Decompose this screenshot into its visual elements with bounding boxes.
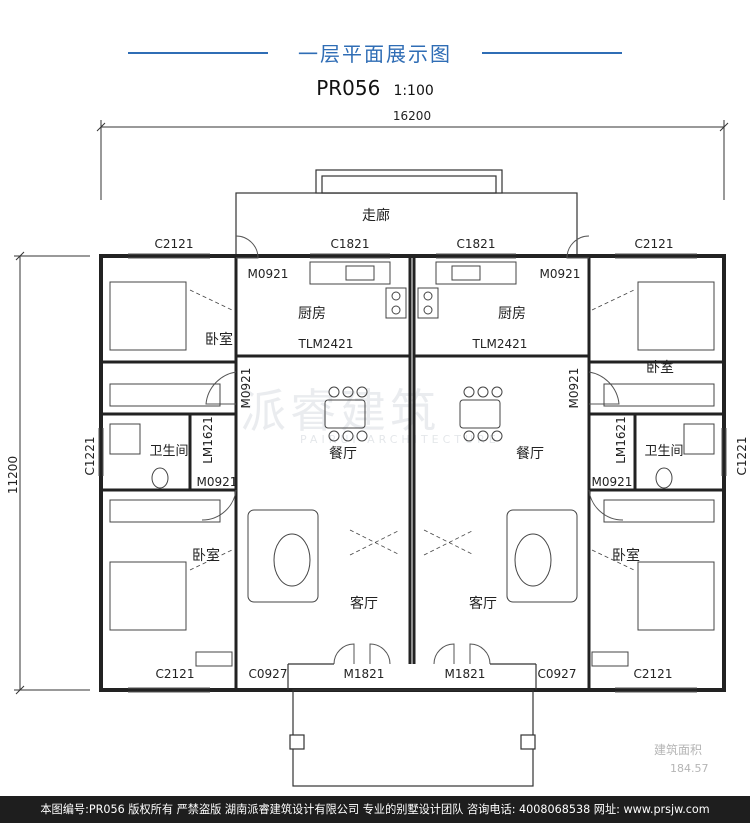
label-c2121-bottom-left: C2121 bbox=[156, 667, 195, 681]
room-living-right: 客厅 bbox=[469, 595, 497, 612]
label-m0921-kitchen-right: M0921 bbox=[540, 267, 581, 281]
footer-banner: 本图编号:PR056 版权所有 严禁盗版 湖南派睿建筑设计有限公司 专业的别墅设… bbox=[0, 796, 750, 823]
room-bath-right: 卫生间 bbox=[644, 444, 683, 459]
room-bedroom-bottom-left: 卧室 bbox=[192, 547, 220, 564]
room-living-left: 客厅 bbox=[350, 595, 378, 612]
room-dining-left: 餐厅 bbox=[329, 446, 357, 462]
label-m1821-left: M1821 bbox=[344, 667, 385, 681]
room-bedroom-top-left: 卧室 bbox=[205, 331, 233, 348]
area-label: 建筑面积 bbox=[654, 743, 703, 757]
watermark-brand: 派睿建筑 bbox=[240, 384, 440, 438]
room-kitchen-left: 厨房 bbox=[298, 306, 326, 322]
label-tlm2421-right: TLM2421 bbox=[472, 337, 528, 351]
label-lm1621-left: LM1621 bbox=[201, 416, 215, 464]
label-c1221-left: C1221 bbox=[83, 437, 97, 476]
label-c2121-top-left: C2121 bbox=[155, 237, 194, 251]
room-dining-right: 餐厅 bbox=[516, 446, 544, 462]
room-bedroom-bottom-right: 卧室 bbox=[612, 547, 640, 564]
label-m0921-bath-right: M0921 bbox=[592, 475, 633, 489]
watermark-sub: PAIRUI ARCHITECTURE bbox=[300, 433, 500, 446]
label-m0921-dining-right: M0921 bbox=[567, 368, 581, 409]
front-porch bbox=[292, 689, 534, 787]
width-dimension: 16200 bbox=[393, 109, 431, 123]
plan-scale: 1:100 bbox=[393, 83, 434, 99]
label-tlm2421-left: TLM2421 bbox=[298, 337, 354, 351]
label-c1221-right: C1221 bbox=[735, 437, 749, 476]
plan-code-row: PR056 1:100 bbox=[0, 76, 750, 100]
title-row: 一层平面展示图 bbox=[0, 38, 750, 68]
label-c0927-right: C0927 bbox=[538, 667, 577, 681]
corridor-outline bbox=[235, 192, 578, 256]
label-m1821-right: M1821 bbox=[445, 667, 486, 681]
label-c2121-top-right: C2121 bbox=[635, 237, 674, 251]
room-bath-left: 卫生间 bbox=[149, 444, 188, 459]
label-c1821-right: C1821 bbox=[457, 237, 496, 251]
label-c2121-bottom-right: C2121 bbox=[634, 667, 673, 681]
plan-code: PR056 bbox=[316, 76, 381, 100]
label-c0927-left: C0927 bbox=[249, 667, 288, 681]
label-c1821-left: C1821 bbox=[331, 237, 370, 251]
label-m0921-bath-left: M0921 bbox=[197, 475, 238, 489]
room-corridor: 走廊 bbox=[362, 207, 390, 224]
title-rule-right bbox=[482, 52, 622, 54]
label-lm1621-right: LM1621 bbox=[614, 416, 628, 464]
label-m0921-dining-left: M0921 bbox=[239, 368, 253, 409]
room-bedroom-top-right: 卧室 bbox=[646, 359, 674, 376]
height-dimension: 11200 bbox=[6, 456, 20, 494]
top-terrace bbox=[315, 169, 503, 194]
label-m0921-kitchen-left: M0921 bbox=[248, 267, 289, 281]
room-kitchen-right: 厨房 bbox=[498, 306, 526, 322]
page-title: 一层平面展示图 bbox=[298, 42, 452, 66]
area-value: 184.57 bbox=[670, 762, 709, 775]
title-rule-left bbox=[128, 52, 268, 54]
